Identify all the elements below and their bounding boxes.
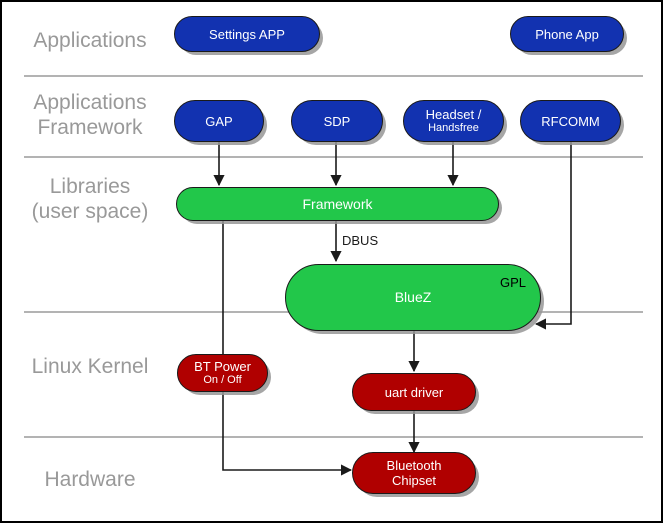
node-bluez[interactable]: BlueZ GPL [285,264,541,331]
node-uart-driver[interactable]: uart driver [352,373,476,411]
node-bt-power[interactable]: BT Power On / Off [177,354,268,392]
node-bluetooth-chipset[interactable]: Bluetooth Chipset [352,452,476,494]
node-bluetooth-chipset-label-line2: Chipset [391,473,437,488]
node-phone-app[interactable]: Phone App [510,16,624,52]
layer-label-libraries: Libraries (user space) [31,175,149,223]
node-sdp-label: SDP [323,113,351,129]
node-bluez-label: BlueZ [394,289,432,305]
node-headset-handsfree[interactable]: Headset / Handsfree [403,100,504,142]
layer-label-applications-framework: Applications Framework [33,91,147,139]
node-framework[interactable]: Framework [176,187,499,221]
node-headset-handsfree-label-line2: Handsfree [428,122,479,134]
layer-label-linux-kernel: Linux Kernel [31,355,149,378]
node-sdp[interactable]: SDP [291,100,383,142]
node-headset-handsfree-label-line1: Headset / [425,107,482,122]
layer-label-hardware: Hardware [44,468,136,491]
node-gap[interactable]: GAP [174,100,264,142]
node-bluetooth-chipset-label-line1: Bluetooth [386,458,442,473]
node-bt-power-label-line2: On / Off [203,374,242,386]
node-phone-app-label: Phone App [535,26,599,42]
node-settings-app-label: Settings APP [209,26,285,42]
node-rfcomm[interactable]: RFCOMM [520,100,621,142]
node-uart-driver-label: uart driver [384,384,444,400]
node-gap-label: GAP [205,113,233,129]
edge-framework-to-chipset [222,221,353,476]
edge-rfcomm-to-bluez [534,142,572,330]
node-rfcomm-label: RFCOMM [541,113,600,129]
node-bt-power-label-line1: BT Power [194,359,251,374]
layer-label-applications: Applications [33,29,147,52]
edge-label-dbus: DBUS [342,233,379,248]
node-bluez-license-tag: GPL [499,275,526,290]
node-settings-app[interactable]: Settings APP [174,16,320,52]
node-framework-label: Framework [302,195,373,212]
